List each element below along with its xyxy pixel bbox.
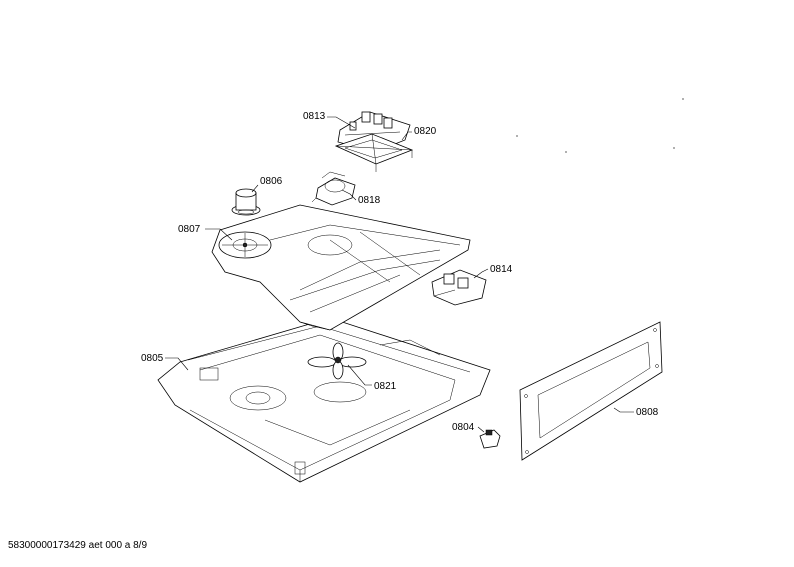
label-0814: 0814 [490,264,513,275]
part-0808-front-frame [519,321,663,461]
part-0805-base-tray [157,317,491,483]
document-footer-code: 58300000173429 aet 000 a 8/9 [8,540,148,551]
part-0814-relay-module [431,269,487,306]
part-0806-fan-motor [231,188,261,216]
leader-lines [165,116,634,433]
label-0805: 0805 [141,353,164,364]
label-0821: 0821 [374,381,397,392]
label-0820: 0820 [414,126,437,137]
part-0807-cover-plate [211,204,471,331]
label-0808: 0808 [636,407,659,418]
part-0804-sensor [479,429,501,449]
label-0813: 0813 [303,111,326,122]
part-0821-fan-blade [307,342,367,380]
label-0804: 0804 [452,422,475,433]
part-0820-mounting-frame [334,133,414,172]
part-0818-motor-unit [311,171,356,206]
label-0806: 0806 [260,176,283,187]
label-0818: 0818 [358,195,381,206]
label-0807: 0807 [178,224,201,235]
